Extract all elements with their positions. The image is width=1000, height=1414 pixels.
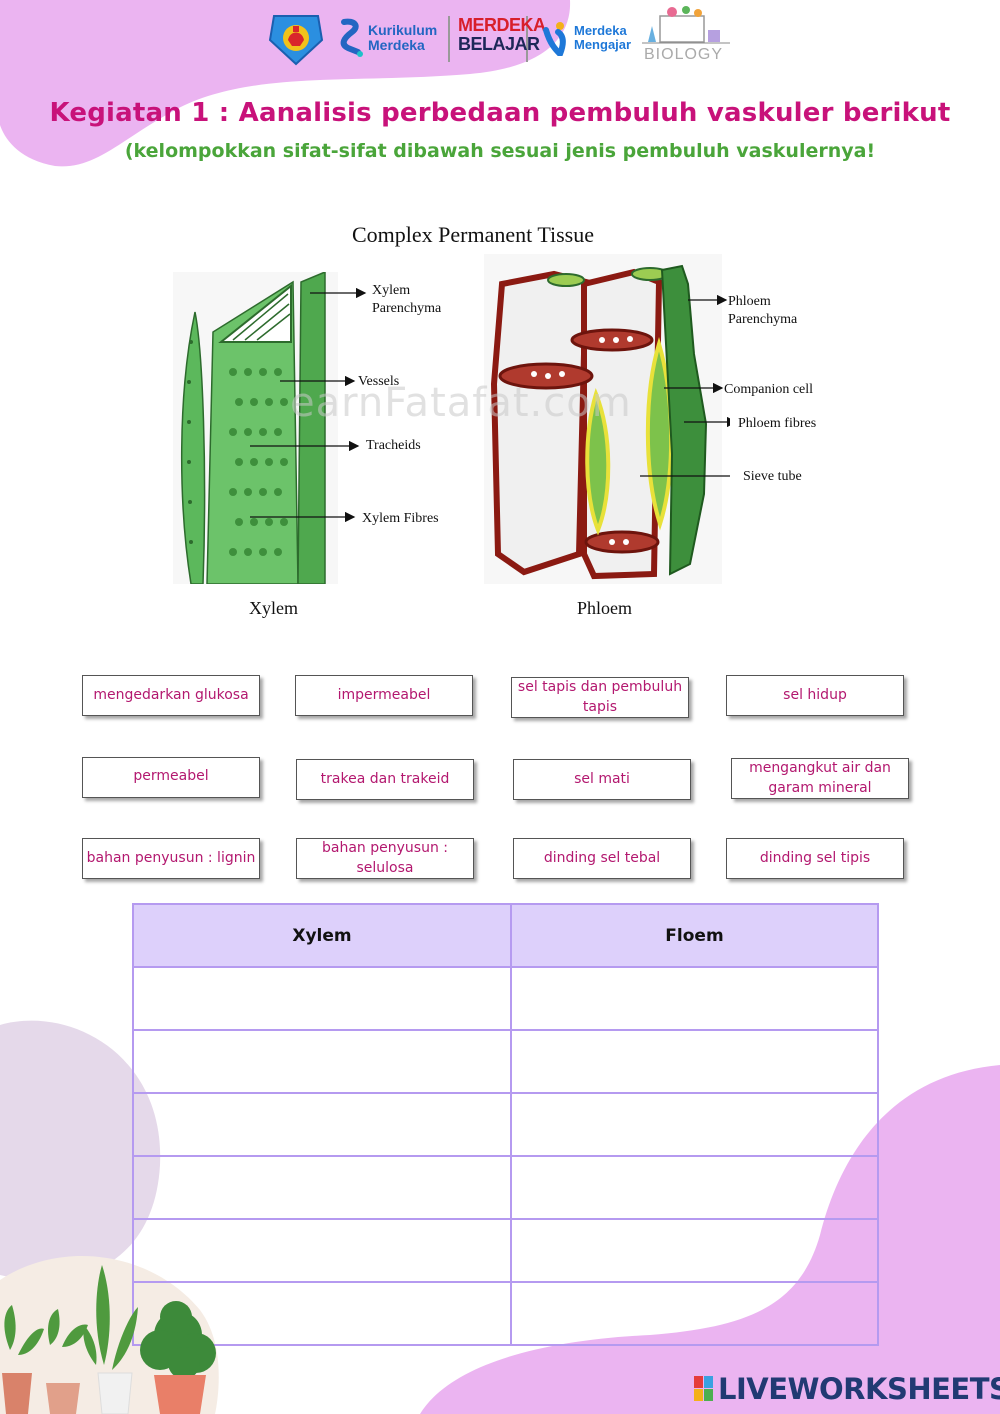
xylem-label: Xylem [249, 598, 298, 618]
table-row [132, 966, 880, 1031]
drag-card[interactable]: sel mati [513, 759, 691, 800]
annotation-xylem-parenchyma: Xylem Parenchyma [372, 283, 442, 316]
merdeka-mengajar-icon [543, 22, 566, 56]
table-row [132, 1029, 880, 1094]
drag-card[interactable]: bahan penyusun : selulosa [296, 838, 474, 879]
potted-plants-illustration [2, 1265, 216, 1414]
table-row [132, 1218, 880, 1283]
drop-zone-floem[interactable] [509, 1281, 880, 1346]
drag-card[interactable]: bahan penyusun : lignin [82, 838, 260, 879]
annotation-tracheids: Tracheids [366, 438, 421, 453]
annotation-companion-cell: Companion cell [724, 382, 814, 397]
mengajar-text: Mengajar [574, 36, 632, 52]
merdeka-word: MERDEKA [458, 15, 546, 35]
biology-text: BIOLOGY [644, 46, 724, 63]
drag-card[interactable]: impermeabel [295, 675, 473, 716]
drop-zone-xylem[interactable] [132, 1281, 512, 1346]
drop-zone-floem[interactable] [509, 1155, 880, 1220]
belajar-word: BELAJAR [458, 33, 540, 54]
drop-zone-xylem[interactable] [132, 1092, 512, 1157]
annotation-xylem-fibres: Xylem Fibres [362, 511, 439, 526]
column-header-floem: Floem [509, 903, 880, 968]
column-header-xylem: Xylem [132, 903, 512, 968]
table-header-row: Xylem Floem [132, 903, 880, 968]
merdeka-text: Merdeka [368, 36, 425, 53]
table-row [132, 1092, 880, 1157]
phloem-arrows [640, 294, 730, 477]
top-left-blob [0, 0, 571, 167]
drop-zone-floem[interactable] [509, 1029, 880, 1094]
drop-zone-floem[interactable] [509, 966, 880, 1031]
kurikulum-text: Kurikulum [368, 22, 438, 38]
xylem-arrows [250, 287, 367, 523]
annotation-sieve-tube: Sieve tube [743, 469, 802, 484]
page-subtitle: (kelompokkan sifat-sifat dibawah sesuai … [124, 140, 876, 162]
drop-zone-xylem[interactable] [132, 1029, 512, 1094]
drag-card[interactable]: sel hidup [726, 675, 904, 716]
drop-zone-xylem[interactable] [132, 1155, 512, 1220]
bottom-left-lilac-blob [0, 1020, 161, 1281]
drop-zone-xylem[interactable] [132, 1218, 512, 1283]
drag-card[interactable]: dinding sel tebal [513, 838, 691, 879]
merdeka-text-2: Merdeka [574, 23, 627, 38]
drop-zone-xylem[interactable] [132, 966, 512, 1031]
phloem-illustration [484, 254, 722, 584]
drop-zone-floem[interactable] [509, 1218, 880, 1283]
page-title: Kegiatan 1 : Aanalisis perbedaan pembulu… [49, 98, 951, 128]
table-row [132, 1281, 880, 1346]
drag-card[interactable]: trakea dan trakeid [296, 759, 474, 800]
merdeka-mengajar-logo: Merdeka Mengajar [542, 18, 642, 58]
xylem-illustration [173, 272, 338, 584]
drag-card[interactable]: sel tapis dan pembuluh tapis [511, 677, 689, 718]
liveworksheets-brand: LIVEWORKSHEETS [718, 1372, 1000, 1406]
header-logos: Kurikulum Merdeka MERDEKA BELAJAR Merdek… [266, 6, 736, 68]
watermark: earnFatafat.com [290, 380, 632, 426]
annotation-vessels: Vessels [358, 374, 400, 389]
kurikulum-merdeka-logo: Kurikulum Merdeka [338, 18, 443, 58]
biology-icon [642, 6, 730, 44]
answer-table: Xylem Floem [132, 903, 880, 1346]
drop-zone-floem[interactable] [509, 1092, 880, 1157]
diagram-title: Complex Permanent Tissue [352, 222, 595, 247]
table-row [132, 1155, 880, 1220]
merdeka-belajar-logo: MERDEKA BELAJAR [448, 15, 546, 62]
biology-logo: BIOLOGY [640, 4, 732, 64]
drag-card[interactable]: permeabel [82, 757, 260, 798]
drag-card[interactable]: mengedarkan glukosa [82, 675, 260, 716]
drag-card[interactable]: mengangkut air dan garam mineral [731, 758, 909, 799]
tut-wuri-logo [268, 15, 324, 66]
drag-card[interactable]: dinding sel tipis [726, 838, 904, 879]
liveworksheets-logo-icon [694, 1376, 713, 1401]
phloem-label: Phloem [577, 598, 633, 618]
annotation-phloem-fibres: Phloem fibres [738, 416, 817, 431]
annotation-phloem-parenchyma: Phloem Parenchyma [728, 294, 798, 327]
kurikulum-merdeka-icon [340, 18, 363, 57]
